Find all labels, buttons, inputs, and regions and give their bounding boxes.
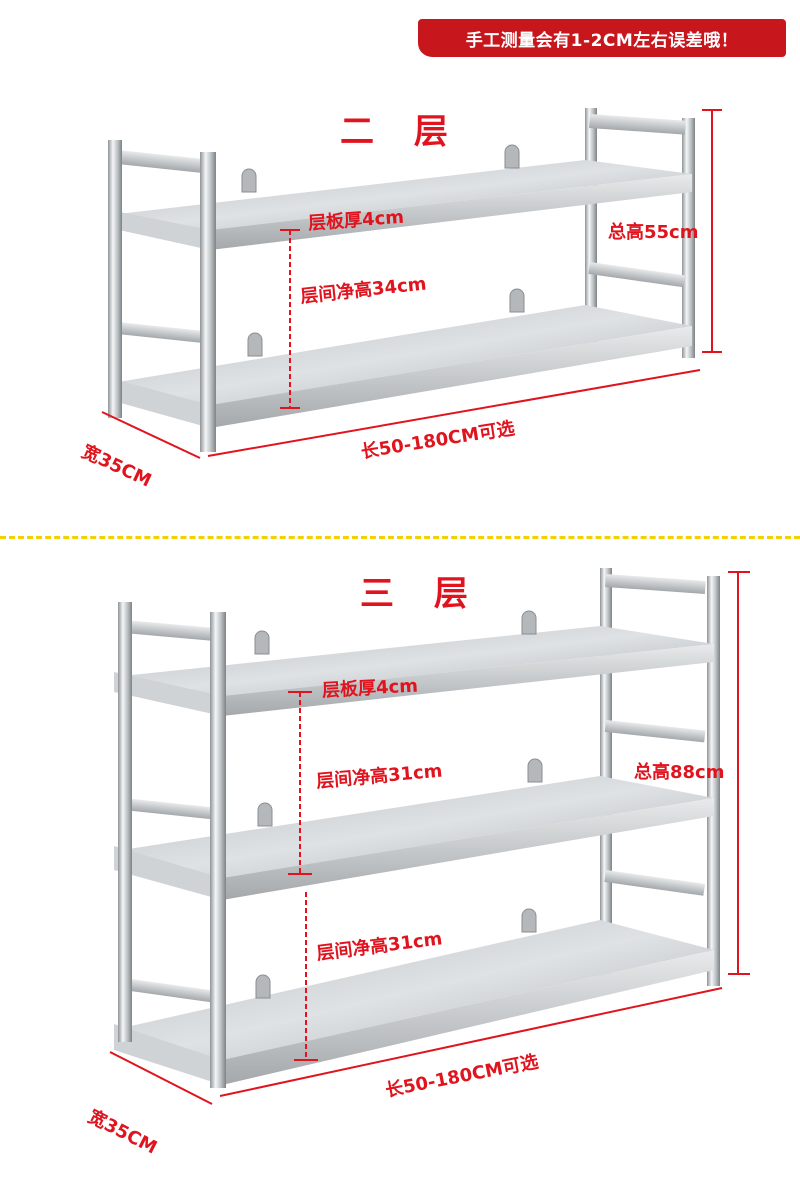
right-side-rail: [588, 262, 686, 288]
wall-hook: [521, 908, 537, 933]
wall-hook: [254, 630, 270, 655]
length-line: [207, 369, 701, 457]
two-tier-section: 二 层 层板厚4cm 层间净高34cm 总高55cm 长50-180CM可选 宽…: [0, 0, 800, 520]
wall-hook: [241, 168, 257, 193]
top-shelf-side: [110, 210, 210, 250]
two-tier-title: 二 层: [340, 112, 462, 152]
three-tier-shelf-thickness-label: 层板厚4cm: [321, 675, 419, 702]
three-tier-total-height-label: 总高88cm: [634, 762, 725, 783]
two-tier-total-height-label: 总高55cm: [608, 222, 699, 243]
top-shelf-front-lip: [222, 644, 714, 716]
three-tier-title: 三 层: [360, 574, 482, 614]
wall-hook: [257, 802, 273, 827]
bottom-shelf-front-lip: [210, 326, 692, 428]
bottom-shelf-front-lip: [222, 950, 714, 1085]
wall-hook: [527, 758, 543, 783]
left-side-rail: [116, 150, 208, 174]
three-tier-section: 三 层 层板厚4cm 层间净高31cm 层间净高31cm 总高88cm 长50-…: [0, 540, 800, 1200]
top-shelf-surface: [118, 160, 692, 230]
wall-hook: [521, 610, 537, 635]
top-shelf-front-lip: [210, 174, 692, 250]
wall-hook: [509, 288, 525, 313]
front-right-pole: [200, 152, 216, 452]
wall-hook: [255, 974, 271, 999]
three-tier-rack-illustration: [109, 568, 750, 1105]
wall-hook: [247, 332, 263, 357]
middle-shelf-front-lip: [222, 798, 714, 900]
front-right-pole: [210, 612, 226, 1088]
front-left-pole: [118, 602, 132, 1042]
right-side-rail: [589, 114, 686, 135]
left-side-rail: [116, 322, 208, 344]
width-line: [109, 1051, 213, 1105]
bottom-shelf-surface: [118, 305, 692, 405]
section-divider: [0, 536, 800, 539]
error-notice-banner: 手工测量会有1-2CM左右误差哦！: [418, 19, 786, 57]
middle-shelf-surface: [122, 776, 714, 878]
length-line: [219, 987, 723, 1097]
bottom-shelf-surface: [122, 920, 714, 1060]
front-left-pole: [108, 140, 122, 418]
bottom-shelf-side: [110, 378, 210, 428]
width-line: [101, 411, 201, 459]
two-tier-rack-illustration: [101, 108, 722, 459]
top-shelf-surface: [122, 626, 714, 696]
wall-hook: [504, 144, 520, 169]
